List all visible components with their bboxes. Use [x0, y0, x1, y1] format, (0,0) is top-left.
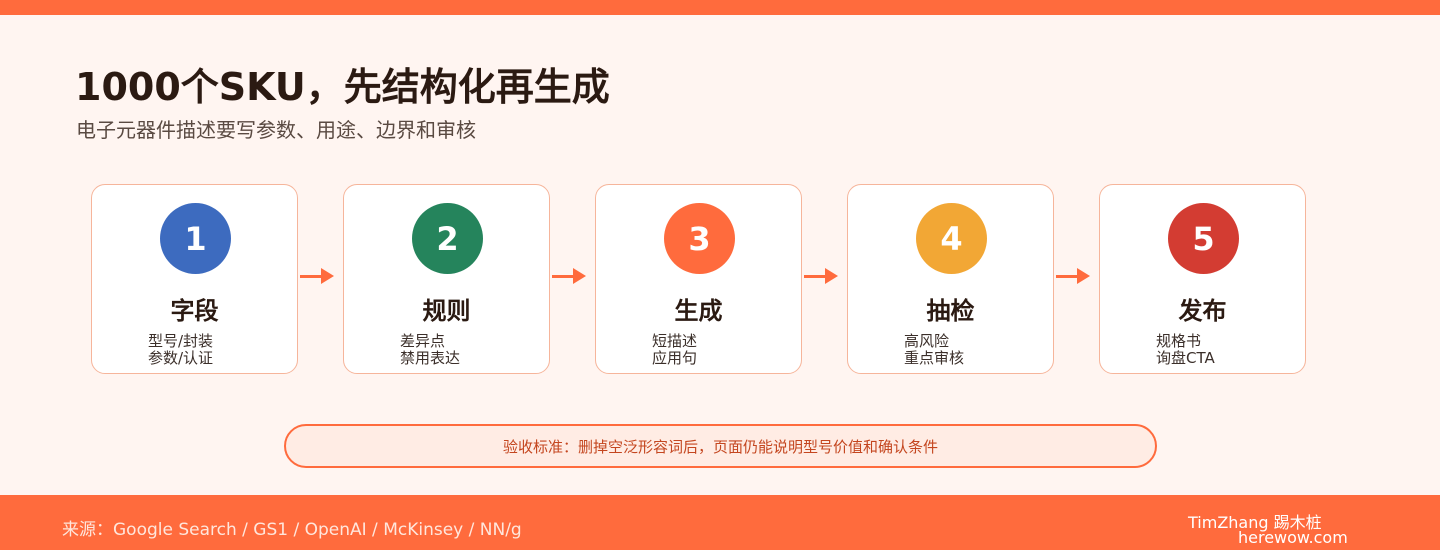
- step-card-1: 1 字段 型号/封装 参数/认证: [91, 184, 298, 374]
- page-subtitle: 电子元器件描述要写参数、用途、边界和审核: [76, 118, 476, 142]
- step-number-badge: 2: [412, 203, 483, 274]
- step-title: 生成: [674, 297, 723, 325]
- step-title: 规则: [422, 297, 471, 325]
- step-number-badge: 1: [160, 203, 231, 274]
- step-description: 短描述 应用句: [652, 333, 697, 367]
- step-desc-line: 询盘CTA: [1156, 349, 1215, 367]
- arrow-right-icon: [552, 268, 586, 285]
- top-accent-bar: [0, 0, 1440, 15]
- step-card-3: 3 生成 短描述 应用句: [595, 184, 802, 374]
- step-desc-line: 禁用表达: [400, 349, 461, 367]
- footer-bar: 来源：Google Search / GS1 / OpenAI / McKins…: [0, 495, 1440, 550]
- step-card-2: 2 规则 差异点 禁用表达: [343, 184, 550, 374]
- step-desc-line: 重点审核: [904, 349, 965, 367]
- step-description: 差异点 禁用表达: [400, 333, 460, 367]
- step-description: 规格书 询盘CTA: [1156, 333, 1215, 367]
- step-number-badge: 4: [916, 203, 987, 274]
- step-desc-line: 高风险: [904, 332, 950, 350]
- step-title: 抽检: [926, 297, 975, 325]
- step-desc-line: 规格书: [1156, 332, 1202, 350]
- acceptance-criteria-banner: 验收标准：删掉空泛形容词后，页面仍能说明型号价值和确认条件: [284, 424, 1157, 468]
- arrow-right-icon: [300, 268, 334, 285]
- acceptance-text: 验收标准：删掉空泛形容词后，页面仍能说明型号价值和确认条件: [502, 437, 938, 456]
- page-title: 1000个SKU，先结构化再生成: [75, 65, 610, 109]
- arrow-right-icon: [804, 268, 838, 285]
- step-title: 发布: [1178, 297, 1227, 325]
- step-card-4: 4 抽检 高风险 重点审核: [847, 184, 1054, 374]
- step-description: 高风险 重点审核: [904, 333, 964, 367]
- step-desc-line: 参数/认证: [148, 349, 214, 367]
- step-title: 字段: [170, 297, 219, 325]
- step-number-badge: 3: [664, 203, 735, 274]
- step-desc-line: 短描述: [652, 332, 698, 350]
- arrow-right-icon: [1056, 268, 1090, 285]
- step-desc-line: 型号/封装: [148, 332, 214, 350]
- step-number-badge: 5: [1168, 203, 1239, 274]
- source-citation: 来源：Google Search / GS1 / OpenAI / McKins…: [62, 520, 522, 540]
- step-description: 型号/封装 参数/认证: [148, 333, 213, 367]
- step-desc-line: 差异点: [400, 332, 446, 350]
- step-desc-line: 应用句: [652, 349, 698, 367]
- step-card-5: 5 发布 规格书 询盘CTA: [1099, 184, 1306, 374]
- brand-name: TimZhang 踢木桩: [1188, 513, 1322, 532]
- brand-site: herewow.com: [1238, 528, 1348, 547]
